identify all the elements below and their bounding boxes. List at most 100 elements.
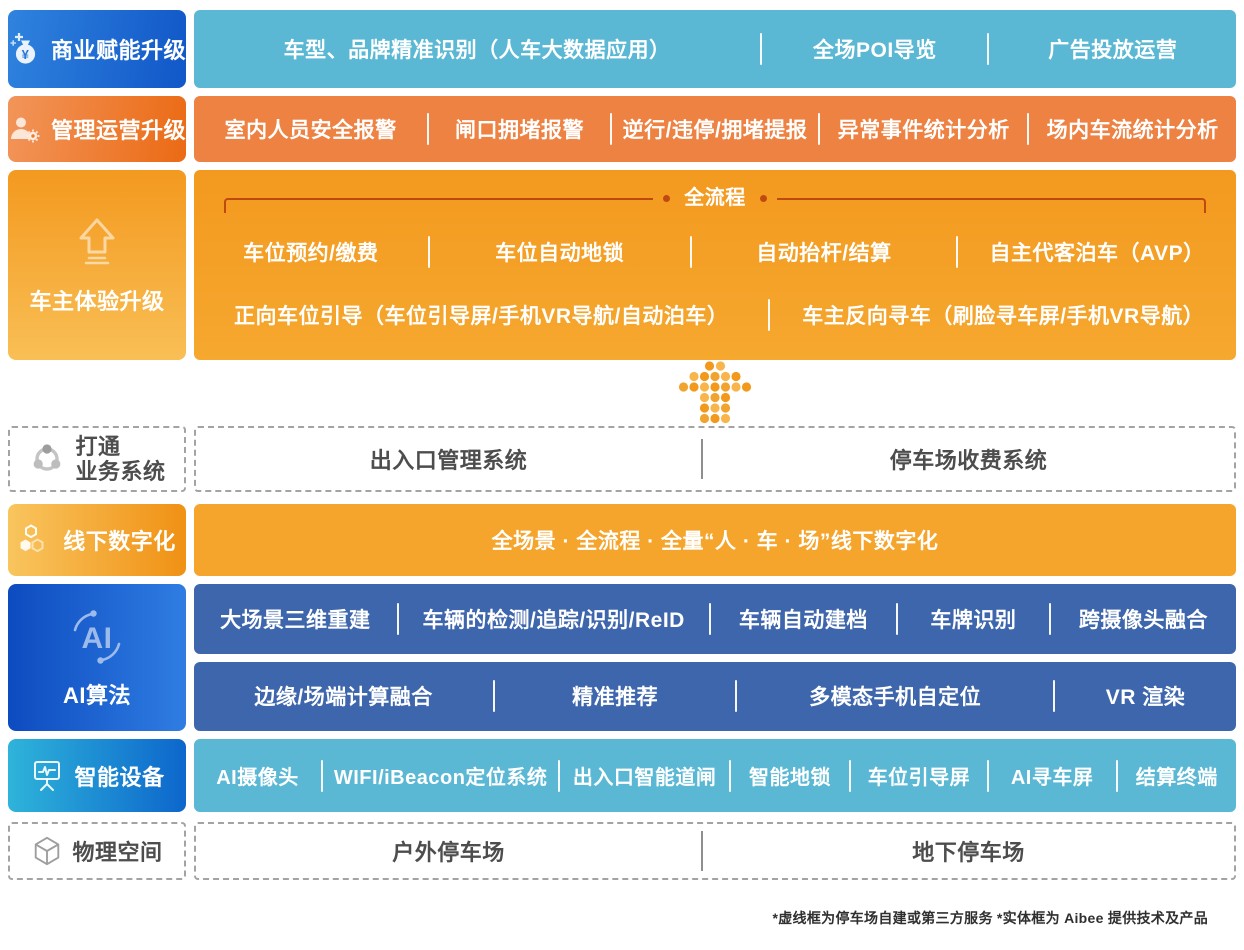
divider [701, 439, 704, 479]
management-item: 室内人员安全报警 [224, 119, 397, 142]
ai-item: 车辆的检测/追踪/识别/ReID [422, 608, 685, 632]
experience-bar: 全流程 车位预约/缴费 车位自动地锁 自动抬杆/结算 自主代客泊车（AVP） 正… [194, 170, 1236, 360]
management-item: 闸口拥堵报警 [454, 119, 584, 142]
management-item: 逆行/违停/拥堵提报 [622, 119, 808, 142]
divider [1048, 602, 1051, 635]
experience-item: 正向车位引导（车位引导屏/手机VR导航/自动泊车） [234, 304, 729, 328]
physical-item: 地下停车场 [912, 840, 1025, 865]
business-systems-label: 打通 业务系统 [8, 426, 186, 492]
svg-text:¥: ¥ [22, 47, 30, 62]
management-label: 管理运营升级 [8, 96, 186, 162]
ai-item: 精准推荐 [572, 686, 659, 710]
device-item: 智能地锁 [749, 767, 832, 789]
physical-bar: 户外停车场 地下停车场 [194, 822, 1236, 880]
svg-text:AI: AI [82, 622, 113, 655]
divider [1115, 759, 1118, 792]
bracket-right [776, 198, 1206, 213]
business-label-line2: 业务系统 [75, 459, 166, 484]
experience-item: 车主反向寻车（刷脸寻车屏/手机VR导航） [802, 304, 1205, 328]
physical-label: 物理空间 [8, 822, 186, 880]
divider [427, 113, 430, 145]
bracket-left [224, 198, 654, 213]
physical-label-text: 物理空间 [72, 840, 163, 865]
row-experience: 车主体验升级 全流程 车位预约/缴费 车位自动地锁 自动抬杆/结算 自主代客泊车… [8, 170, 1236, 360]
commercial-bar: 车型、品牌精准识别（人车大数据应用） 全场POI导览 广告投放运营 [194, 10, 1236, 88]
cube-icon [31, 835, 63, 867]
commercial-item: 广告投放运营 [1048, 39, 1178, 62]
smart-device-icon [29, 758, 65, 794]
devices-label-text: 智能设备 [74, 764, 165, 790]
full-process-text: 全流程 [684, 187, 746, 209]
ai-label-text: AI算法 [62, 682, 131, 708]
physical-item: 户外停车场 [392, 840, 505, 865]
commercial-label: ¥ 商业赋能升级 [8, 10, 186, 88]
experience-label: 车主体验升级 [8, 170, 186, 360]
divider [768, 298, 771, 331]
divider [701, 831, 704, 871]
row-offline-digitalization: 线下数字化 全场景 · 全流程 · 全量“人 · 车 · 场”线下数字化 [8, 504, 1236, 576]
ai-item: 边缘/场端计算融合 [254, 686, 433, 710]
experience-item: 自主代客泊车（AVP） [989, 241, 1205, 265]
bracket-dot [663, 195, 671, 202]
divider [728, 759, 731, 792]
money-bag-icon: ¥ [8, 32, 42, 66]
flow-arrow-zone [8, 360, 1236, 426]
ai-bar-2: 边缘/场端计算融合 精准推荐 多模态手机自定位 VR 渲染 [194, 661, 1236, 731]
ai-item: VR 渲染 [1105, 686, 1186, 710]
share-nodes-icon [28, 440, 66, 478]
divider [896, 602, 899, 635]
management-label-text: 管理运营升级 [51, 118, 187, 143]
digital-bar: 全场景 · 全流程 · 全量“人 · 车 · 场”线下数字化 [194, 504, 1236, 576]
dotted-up-arrow-icon [672, 361, 758, 425]
device-item: AI寻车屏 [1010, 767, 1094, 789]
ai-content: 大场景三维重建 车辆的检测/追踪/识别/ReID 车辆自动建档 车牌识别 跨摄像… [194, 584, 1236, 731]
footnote: *虚线框为停车场自建或第三方服务 *实体框为 Aibee 提供技术及产品 [772, 910, 1208, 926]
row-management: 管理运营升级 室内人员安全报警 闸口拥堵报警 逆行/违停/拥堵提报 异常事件统计… [8, 96, 1236, 162]
ai-icon: AI [61, 606, 133, 668]
full-process-banner: 全流程 [194, 186, 1236, 220]
divider [849, 759, 852, 792]
experience-line-1: 车位预约/缴费 车位自动地锁 自动抬杆/结算 自主代客泊车（AVP） [194, 220, 1236, 283]
divider [760, 33, 763, 65]
row-smart-devices: 智能设备 AI摄像头 WIFI/iBeacon定位系统 出入口智能道闸 智能地锁… [8, 739, 1236, 812]
divider [986, 759, 989, 792]
management-item: 异常事件统计分析 [837, 119, 1010, 142]
divider [558, 759, 561, 792]
experience-item: 车位自动地锁 [495, 241, 625, 265]
ai-item: 大场景三维重建 [220, 608, 371, 632]
ai-item: 跨摄像头融合 [1078, 608, 1208, 632]
business-systems-label-text: 打通 业务系统 [75, 434, 165, 485]
divider [609, 113, 612, 145]
digital-label: 线下数字化 [8, 504, 186, 576]
divider [1053, 680, 1056, 713]
row-business-systems: 打通 业务系统 出入口管理系统 停车场收费系统 [8, 426, 1236, 492]
experience-label-text: 车主体验升级 [29, 289, 165, 314]
divider [1027, 113, 1030, 145]
devices-label: 智能设备 [8, 739, 186, 812]
experience-line-2: 正向车位引导（车位引导屏/手机VR导航/自动泊车） 车主反向寻车（刷脸寻车屏/手… [194, 283, 1236, 360]
device-item: WIFI/iBeacon定位系统 [333, 767, 548, 789]
divider [689, 235, 692, 268]
device-item: 出入口智能道闸 [572, 767, 717, 789]
row-commercial: ¥ 商业赋能升级 车型、品牌精准识别（人车大数据应用） 全场POI导览 广告投放… [8, 10, 1236, 88]
up-arrow-icon [65, 214, 129, 270]
business-item: 出入口管理系统 [369, 448, 528, 473]
bracket-dot [759, 195, 767, 202]
business-systems-bar: 出入口管理系统 停车场收费系统 [194, 426, 1236, 492]
experience-item: 车位预约/缴费 [243, 241, 379, 265]
commercial-label-text: 商业赋能升级 [51, 38, 187, 63]
ai-bar-1: 大场景三维重建 车辆的检测/追踪/识别/ReID 车辆自动建档 车牌识别 跨摄像… [194, 584, 1236, 654]
commercial-item: 车型、品牌精准识别（人车大数据应用） [283, 39, 671, 62]
commercial-item: 全场POI导览 [813, 39, 937, 62]
experience-item: 自动抬杆/结算 [756, 241, 892, 265]
row-physical-space: 物理空间 户外停车场 地下停车场 [8, 822, 1236, 880]
divider [987, 33, 990, 65]
divider [818, 113, 821, 145]
management-bar: 室内人员安全报警 闸口拥堵报警 逆行/违停/拥堵提报 异常事件统计分析 场内车流… [194, 96, 1236, 162]
divider [708, 602, 711, 635]
user-gear-icon [8, 112, 42, 146]
device-item: 结算终端 [1135, 767, 1218, 789]
divider [956, 235, 959, 268]
business-item: 停车场收费系统 [889, 448, 1048, 473]
